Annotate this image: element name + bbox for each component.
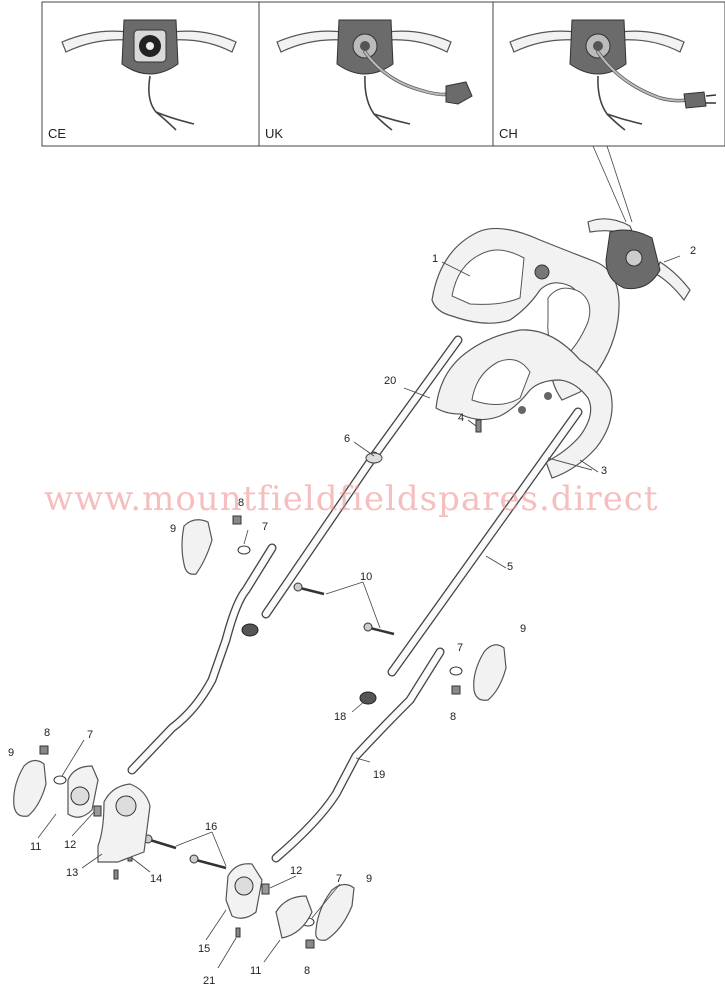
bracket-assemblies xyxy=(67,765,313,939)
callout-21: 21 xyxy=(203,975,215,987)
callout-5: 5 xyxy=(507,561,513,573)
callout-6: 6 xyxy=(344,433,350,445)
callout-leaders xyxy=(37,255,681,969)
handle-tubes xyxy=(127,335,593,863)
callout-8-upper-left: 8 xyxy=(238,497,244,509)
callout-7-lower-left: 7 xyxy=(87,729,93,741)
callout-4: 4 xyxy=(458,412,464,424)
callout-8-lower-right: 8 xyxy=(304,965,310,977)
callout-9-lower-right: 9 xyxy=(366,873,372,885)
callout-1: 1 xyxy=(432,253,438,265)
ce-switch-box xyxy=(61,19,237,131)
ch-switch-box xyxy=(509,19,717,131)
switch-box xyxy=(587,218,691,302)
inset-label-uk: UK xyxy=(265,126,283,141)
callout-9-upper-left: 9 xyxy=(170,523,176,535)
hardware xyxy=(39,419,482,949)
callout-11-right: 11 xyxy=(250,965,261,977)
lower-handle-frame xyxy=(435,329,613,479)
callout-8-right: 8 xyxy=(450,711,456,723)
callout-7-lower-right: 7 xyxy=(336,873,342,885)
callout-18: 18 xyxy=(334,711,346,723)
callout-13: 13 xyxy=(66,867,78,879)
inset-label-ch: CH xyxy=(499,126,518,141)
watermark: www.mountfieldfieldspares.direct xyxy=(44,479,659,519)
callout-14: 14 xyxy=(150,873,162,885)
callout-2: 2 xyxy=(690,245,696,257)
callout-15: 15 xyxy=(198,943,210,955)
callout-12-right: 12 xyxy=(290,865,302,877)
clamp-knobs xyxy=(13,519,507,941)
callout-19: 19 xyxy=(373,769,385,781)
callout-8-lower-left: 8 xyxy=(44,727,50,739)
callout-7-right: 7 xyxy=(457,642,463,654)
callout-9-lower-left: 9 xyxy=(8,747,14,759)
callout-20: 20 xyxy=(384,375,396,387)
callout-numbers: 1 2 3 4 5 6 7 7 7 7 8 8 8 8 9 9 9 9 10 1… xyxy=(8,245,696,987)
callout-3: 3 xyxy=(601,465,607,477)
uk-switch-box xyxy=(276,19,473,131)
inset-label-ce: CE xyxy=(48,126,66,141)
inset-panel: CE UK CH xyxy=(41,1,725,147)
callout-9-right: 9 xyxy=(520,623,526,635)
callout-7-upper-left: 7 xyxy=(262,521,268,533)
callout-16: 16 xyxy=(205,821,217,833)
callout-10: 10 xyxy=(360,571,372,583)
callout-12-left: 12 xyxy=(64,839,76,851)
callout-11-left: 11 xyxy=(30,841,41,853)
